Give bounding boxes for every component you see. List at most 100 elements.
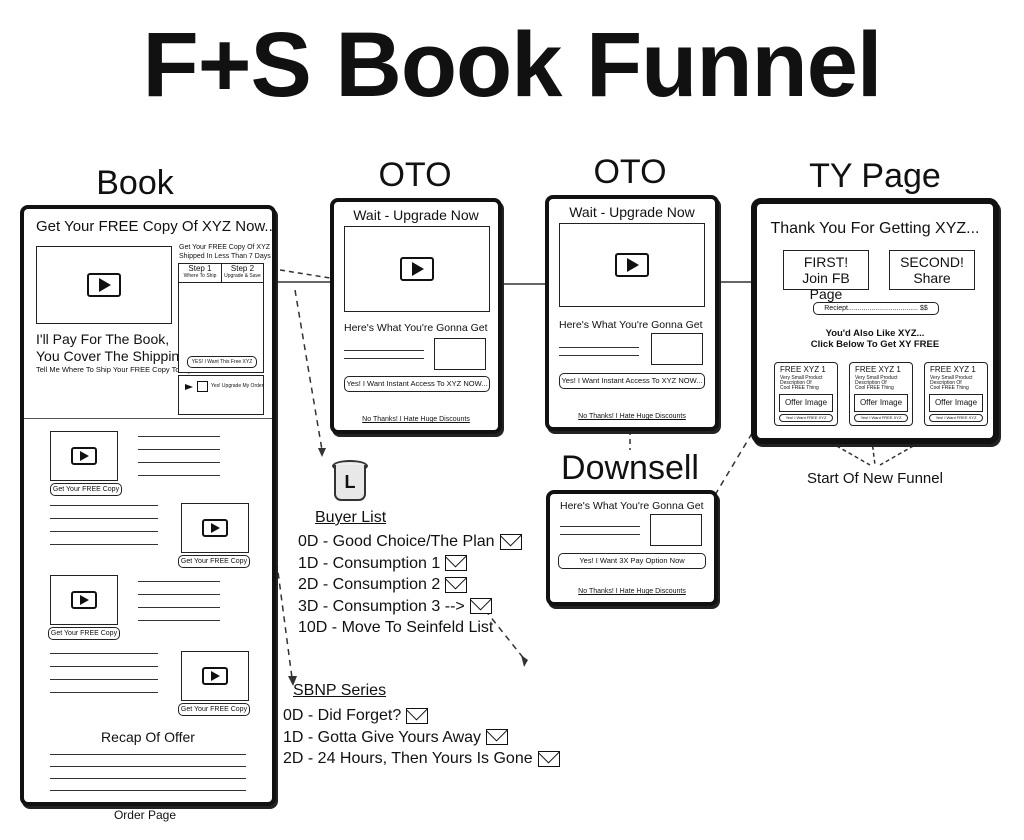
email-label: 2D - Consumption 2 — [298, 576, 441, 593]
email-label: 1D - Consumption 1 — [298, 554, 441, 572]
downsell-decline-link[interactable]: No Thanks! I Hate Huge Discounts — [578, 588, 686, 595]
book-headline: Get Your FREE Copy Of XYZ Now... — [36, 218, 277, 235]
get-free-copy-button-3[interactable]: Get Your FREE Copy — [48, 627, 120, 640]
list-item: 1D - Gotta Give Yours Away — [283, 727, 560, 749]
get-free-copy-button-2[interactable]: Get Your FREE Copy — [178, 555, 250, 568]
text-line — [138, 607, 220, 608]
arrow-icon — [185, 384, 193, 390]
upgrade-checkbox[interactable] — [197, 381, 208, 392]
oto1-accept-button[interactable]: Yes! I Want Instant Access To XYZ NOW... — [344, 376, 490, 392]
trash-can-icon: L — [330, 460, 368, 502]
ty-heading: TY Page — [809, 157, 941, 195]
oto2-video[interactable] — [559, 223, 705, 307]
downsell-heading: Downsell — [561, 449, 699, 487]
envelope-icon — [537, 750, 560, 767]
text-line — [138, 475, 220, 476]
join-fb-button[interactable]: FIRST! Join FB Page — [783, 250, 869, 302]
book-heading: Book — [96, 164, 174, 202]
offer-description: Cool FREE Thing — [930, 385, 969, 391]
oto2-decline-link[interactable]: No Thanks! I Hate Huge Discounts — [578, 413, 686, 420]
play-icon — [87, 273, 121, 297]
text-line — [344, 358, 424, 359]
free-xyz-button[interactable]: YES! I Want This Free XYZ — [187, 356, 257, 368]
oto1-heading: OTO — [378, 156, 452, 194]
section-divider — [24, 418, 272, 419]
content-video-4[interactable] — [181, 651, 249, 701]
offer-description: Cool FREE Thing — [855, 385, 894, 391]
text-line — [50, 666, 158, 667]
recap-heading: Recap Of Offer — [101, 729, 195, 745]
list-item: 0D - Good Choice/The Plan — [298, 531, 522, 553]
text-line — [50, 505, 158, 506]
free-offer-card-2[interactable]: FREE XYZ 1 Very Small Product Descriptio… — [849, 362, 913, 426]
step-2-tab[interactable]: Step 2 Upgrade & Save — [222, 264, 263, 283]
text-line — [50, 790, 246, 791]
share-button[interactable]: SECOND! Share — [889, 250, 975, 290]
free-offer-card-3[interactable]: FREE XYZ 1 Very Small Product Descriptio… — [924, 362, 988, 426]
offer-button[interactable]: Yes! I Want FREE XYZ — [854, 414, 908, 422]
order-page-label: Order Page — [113, 808, 177, 822]
pay-line-1: I'll Pay For The Book, — [36, 331, 170, 347]
offer-title: FREE XYZ 1 — [855, 365, 901, 374]
get-free-copy-button-4[interactable]: Get Your FREE Copy — [178, 703, 250, 716]
buyer-list-emails: 0D - Good Choice/The Plan 1D - Consumpti… — [298, 531, 522, 639]
offer-button[interactable]: Yes! I Want FREE XYZ — [929, 414, 983, 422]
text-line — [559, 347, 639, 348]
email-label: 10D - Move To Seinfeld List — [298, 619, 494, 636]
oto2-subhead: Here's What You're Gonna Get — [559, 319, 703, 331]
oto2-heading: OTO — [593, 153, 667, 191]
text-line — [50, 531, 158, 532]
text-line — [138, 462, 220, 463]
text-line — [50, 544, 158, 545]
offer-image: Offer Image — [854, 394, 908, 412]
offer-description: Description Of — [930, 380, 962, 386]
book-order-page: Get Your FREE Copy Of XYZ Now... I'll Pa… — [20, 205, 277, 806]
downsell-image-placeholder — [650, 514, 702, 546]
step-2-label: Step 2 — [230, 264, 255, 273]
content-video-2[interactable] — [181, 503, 249, 553]
email-label: 2D - 24 Hours, Then Yours Is Gone — [283, 750, 533, 767]
offer-title: FREE XYZ 1 — [780, 365, 826, 374]
envelope-icon — [486, 729, 509, 746]
step-1-label: Step 1 — [188, 264, 212, 273]
email-label: 1D - Gotta Give Yours Away — [283, 728, 482, 746]
envelope-icon — [499, 533, 522, 550]
text-line — [138, 594, 220, 595]
free-offer-card-1[interactable]: FREE XYZ 1 Very Small Product Descriptio… — [774, 362, 838, 426]
play-icon — [615, 253, 649, 277]
get-free-copy-button-1[interactable]: Get Your FREE Copy — [50, 483, 122, 496]
oto1-page: Wait - Upgrade Now Here's What You're Go… — [330, 198, 502, 434]
ty-headline: Thank You For Getting XYZ... — [770, 220, 980, 237]
book-video[interactable] — [36, 246, 172, 324]
text-line — [50, 754, 246, 755]
oto2-accept-button[interactable]: Yes! I Want Instant Access To XYZ NOW... — [559, 373, 705, 389]
downsell-accept-button[interactable]: Yes! I Want 3X Pay Option Now — [558, 553, 706, 569]
oto1-headline: Wait - Upgrade Now — [353, 207, 479, 223]
offer-description: Very Small Product — [855, 375, 898, 381]
text-line — [560, 534, 640, 535]
second-label: SECOND! — [900, 254, 964, 270]
oto1-video[interactable] — [344, 226, 490, 312]
first-label: FIRST! — [803, 254, 849, 270]
envelope-icon — [445, 555, 468, 572]
order-form: Step 1 Where To Ship Step 2 Upgrade & Sa… — [178, 263, 264, 373]
content-video-3[interactable] — [50, 575, 118, 625]
offer-button[interactable]: Yes! I Want FREE XYZ — [779, 414, 833, 422]
receipt-row: Reciept.................................… — [813, 302, 939, 315]
sbnp-title: SBNP Series — [293, 682, 387, 699]
text-line — [138, 581, 220, 582]
diagram-title: F+S Book Funnel — [142, 14, 883, 116]
oto1-image-placeholder — [434, 338, 486, 370]
text-line — [50, 766, 246, 767]
envelope-icon — [406, 707, 429, 724]
play-icon — [202, 667, 228, 685]
content-video-1[interactable] — [50, 431, 118, 481]
step-1-tab[interactable]: Step 1 Where To Ship — [179, 264, 222, 283]
share-label: Share — [913, 270, 951, 286]
list-item: 1D - Consumption 1 — [298, 553, 522, 575]
list-item: 3D - Consumption 3 --> — [298, 596, 522, 618]
offer-description: Description Of — [855, 380, 887, 386]
offer-image: Offer Image — [779, 394, 833, 412]
oto1-decline-link[interactable]: No Thanks! I Hate Huge Discounts — [362, 416, 470, 423]
sbnp-emails: 0D - Did Forget? 1D - Gotta Give Yours A… — [283, 705, 560, 770]
